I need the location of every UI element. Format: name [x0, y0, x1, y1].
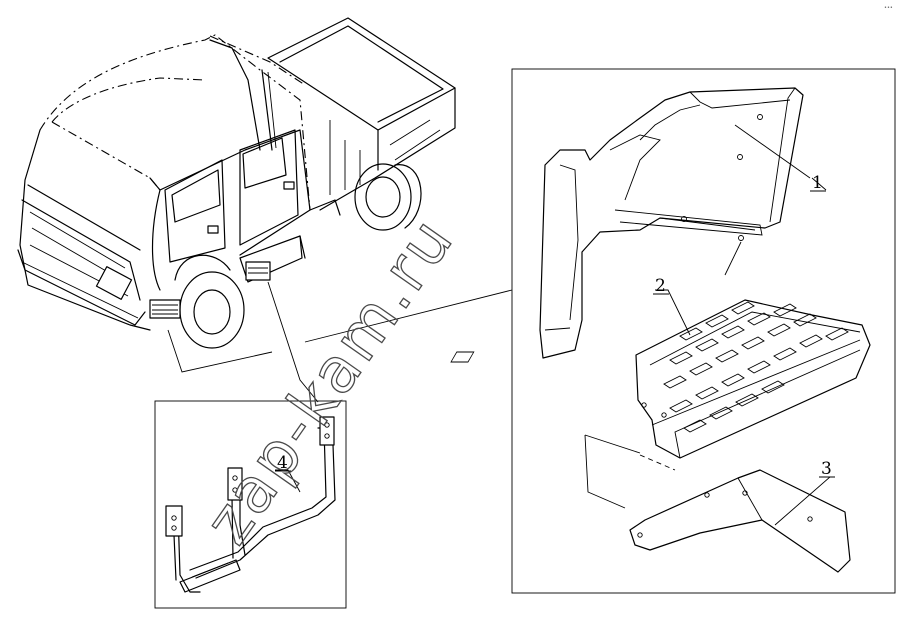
leader-lines	[167, 281, 513, 403]
step-grate	[450, 351, 475, 363]
callout-4: 4	[277, 453, 288, 473]
callout-1: 1	[812, 173, 823, 193]
callout-labels: 1 2 3 4	[275, 173, 835, 479]
truck-illustration	[17, 17, 456, 349]
callout-3: 3	[821, 459, 832, 479]
watermark: zap-kam.ru	[190, 203, 468, 556]
corner-mark: •••	[884, 5, 893, 11]
bracket-detail-box	[154, 400, 347, 609]
parts-detail-box	[450, 68, 896, 594]
callout-2: 2	[655, 276, 666, 296]
